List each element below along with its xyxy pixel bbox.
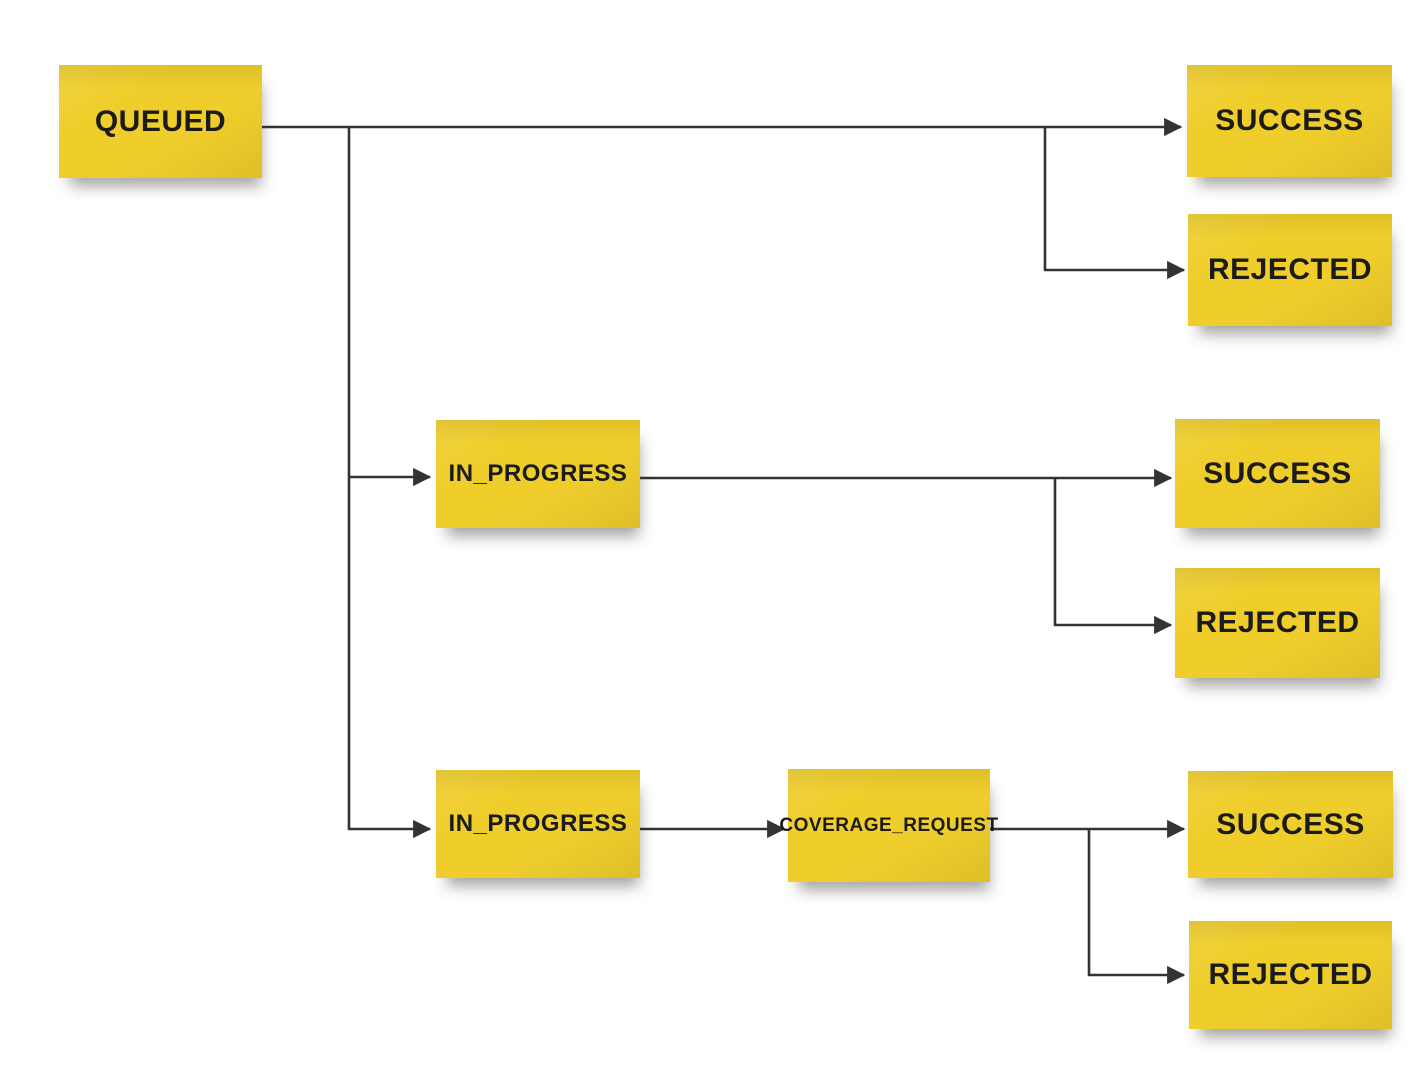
note-success-top[interactable]: SUCCESS: [1187, 65, 1392, 177]
note-success-mid[interactable]: SUCCESS: [1175, 419, 1380, 528]
note-rejected-mid[interactable]: REJECTED: [1175, 568, 1380, 678]
connector-coverage-request-to-rejected-bottom: [1087, 829, 1186, 985]
note-label: REJECTED: [1208, 958, 1373, 991]
note-label: QUEUED: [94, 104, 227, 138]
connector-queued-to-rejected-top: [1043, 127, 1186, 280]
note-rejected-bottom[interactable]: REJECTED: [1189, 921, 1392, 1029]
note-rejected-top[interactable]: REJECTED: [1188, 214, 1392, 326]
connector-queued-to-in-progress-bottom: [347, 127, 432, 839]
note-label: IN_PROGRESS: [448, 810, 628, 837]
note-label: SUCCESS: [1203, 456, 1352, 490]
note-in-progress-mid[interactable]: IN_PROGRESS: [436, 420, 640, 528]
note-label: SUCCESS: [1216, 807, 1365, 841]
note-coverage-request[interactable]: COVERAGE_REQUEST: [779, 769, 998, 882]
note-label: REJECTED: [1207, 253, 1373, 286]
note-label: REJECTED: [1195, 606, 1360, 639]
note-success-bottom[interactable]: SUCCESS: [1188, 771, 1393, 878]
note-queued[interactable]: QUEUED: [59, 65, 262, 178]
note-label: COVERAGE_REQUEST: [779, 814, 999, 836]
note-label: IN_PROGRESS: [448, 460, 628, 487]
connector-in-progress-mid-to-rejected-mid: [1053, 478, 1173, 635]
note-label: SUCCESS: [1215, 104, 1364, 137]
note-in-progress-bottom[interactable]: IN_PROGRESS: [436, 770, 640, 878]
